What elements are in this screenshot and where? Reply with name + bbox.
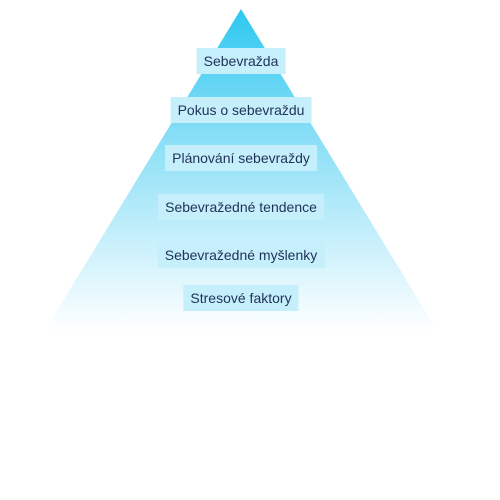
- tier-label-myslenky: Sebevražedné myšlenky: [157, 242, 325, 268]
- tier-label-stresove-faktory: Stresové faktory: [183, 285, 299, 311]
- tier-label-planovani: Plánování sebevraždy: [165, 145, 317, 171]
- tier-label-tendence: Sebevražedné tendence: [158, 194, 324, 220]
- tier-label-sebevrazda: Sebevražda: [196, 48, 286, 74]
- tier-label-pokus: Pokus o sebevraždu: [170, 97, 312, 123]
